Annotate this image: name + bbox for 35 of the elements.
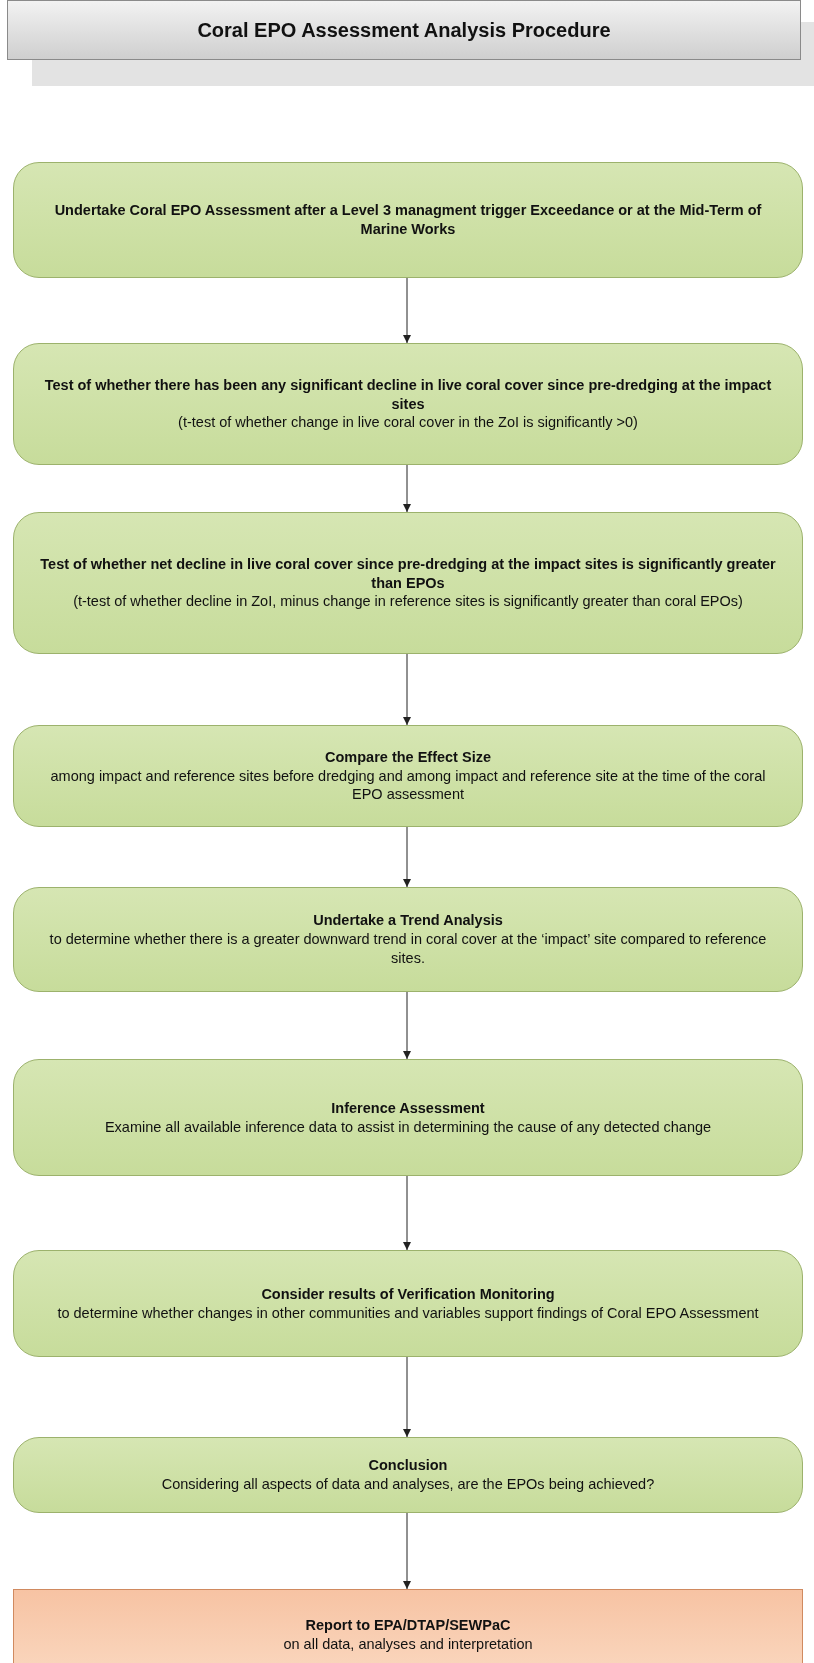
step-heading: Inference Assessment (331, 1098, 485, 1118)
step-description: among impact and reference sites before dredging and among impact and reference site at the time of the coral EPO assessment (49, 766, 767, 805)
step-heading: Test of whether net decline in live coral cover since pre-dredging at the impact sites is significantly greater than EPOs (39, 554, 777, 593)
step-heading: Test of whether there has been any significant decline in live coral cover since pre-dredging at the impact sites (43, 375, 773, 414)
step-description: to determine whether there is a greater downward trend in coral cover at the ‘impact’ site compared to reference sites. (48, 930, 768, 968)
title-banner: Coral EPO Assessment Analysis Procedure (7, 0, 801, 60)
step-heading: Consider results of Verification Monitoring (261, 1284, 555, 1304)
arrow (403, 1512, 411, 1590)
arrow (403, 991, 411, 1060)
arrow (403, 1175, 411, 1251)
process-box (13, 162, 803, 278)
process-box (13, 887, 803, 992)
step-description: to determine whether changes in other communities and variables support findings of Coral EPO Assessment (57, 1303, 759, 1323)
step-heading: Compare the Effect Size (325, 747, 491, 767)
step-heading: Undertake a Trend Analysis (313, 911, 503, 931)
report-box (13, 1589, 803, 1663)
process-box (13, 725, 803, 827)
step-description: Considering all aspects of data and analyses, are the EPOs being achieved? (161, 1475, 655, 1494)
step-description: (t-test of whether change in live coral cover in the ZoI is significantly >0) (178, 413, 638, 433)
arrow (403, 653, 411, 726)
step-description: (t-test of whether decline in ZoI, minus change in reference sites is significantly greater than coral EPOs) (73, 592, 743, 612)
step-heading: Conclusion (368, 1456, 448, 1475)
process-box (13, 343, 803, 465)
step-heading: Undertake Coral EPO Assessment after a Level 3 managment trigger Exceedance or at the Mid-Term of Marine Works (53, 201, 763, 239)
arrow (403, 464, 411, 513)
step-description: on all data, analyses and interpretation (283, 1634, 533, 1654)
process-box (13, 1059, 803, 1176)
step-heading: Report to EPA/DTAP/SEWPaC (305, 1615, 511, 1635)
arrow (403, 277, 411, 344)
process-box (13, 512, 803, 654)
process-box (13, 1437, 803, 1513)
step-description: Examine all available inference data to assist in determining the cause of any detected change (104, 1117, 712, 1137)
arrow (403, 826, 411, 888)
arrow (403, 1356, 411, 1438)
process-box (13, 1250, 803, 1357)
